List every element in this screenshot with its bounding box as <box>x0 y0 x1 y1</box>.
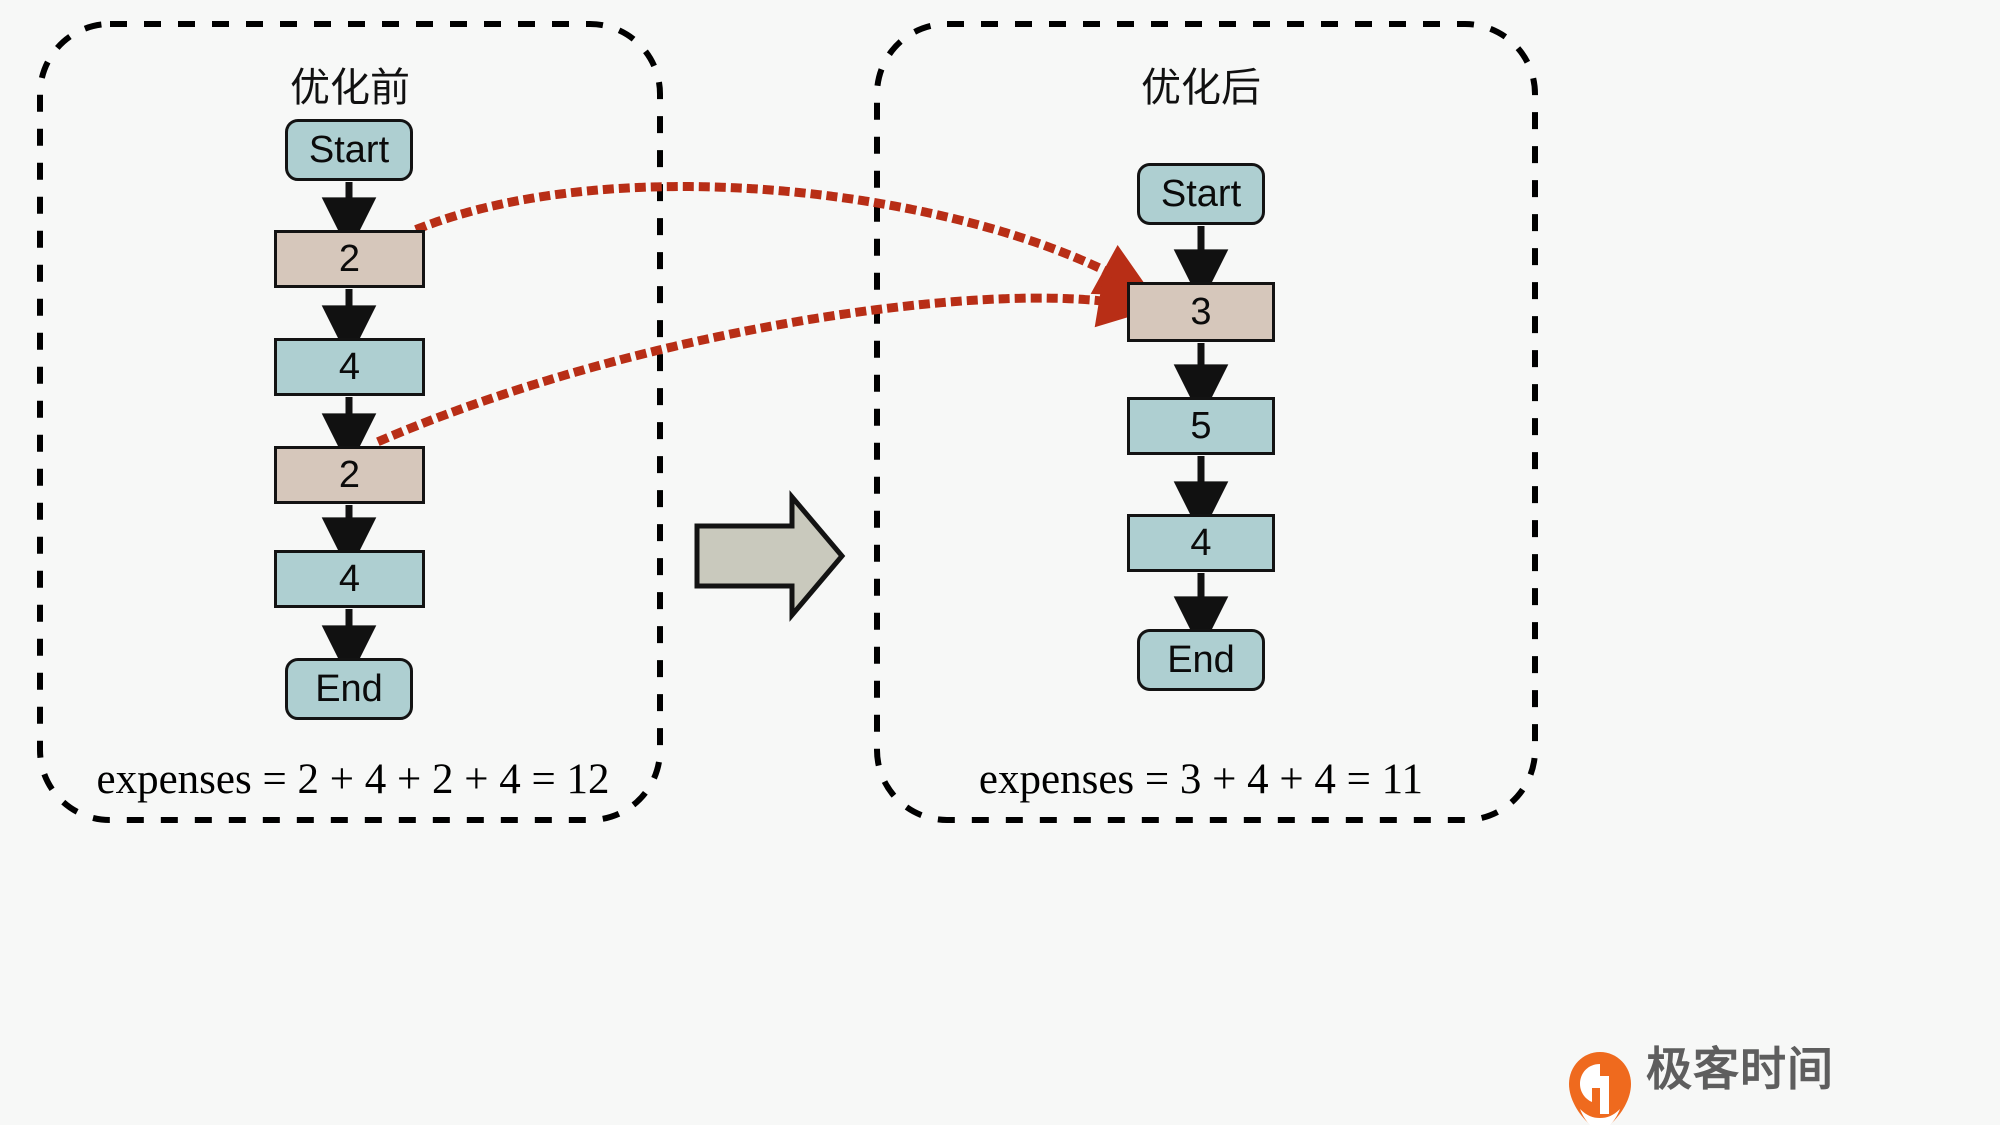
node-before-step-2[interactable]: 4 <box>274 338 425 396</box>
watermark: 极客时间 <box>1646 1046 1834 1092</box>
node-after-step-3[interactable]: 4 <box>1127 514 1275 572</box>
node-before-end[interactable]: End <box>285 658 413 720</box>
watermark-text: 极客时间 <box>1646 1042 1834 1096</box>
node-after-start[interactable]: Start <box>1137 163 1265 225</box>
node-label: 4 <box>1190 522 1212 564</box>
panel-frame-before <box>37 21 663 823</box>
merge-arrow-upper <box>414 182 1154 297</box>
node-before-start[interactable]: Start <box>285 119 413 181</box>
node-before-step-4[interactable]: 4 <box>274 550 425 608</box>
node-label: 4 <box>338 558 361 600</box>
geektime-logo-icon <box>1569 1052 1631 1125</box>
node-label: End <box>315 668 383 710</box>
panel-title-before: 优化前 <box>290 66 410 110</box>
merge-arrow-lower <box>376 272 1156 446</box>
node-label: End <box>1167 639 1235 681</box>
panel-frame-after <box>874 21 1538 823</box>
node-label: 2 <box>338 238 361 280</box>
node-before-step-1[interactable]: 2 <box>274 230 425 288</box>
node-before-step-3[interactable]: 2 <box>274 446 425 504</box>
node-label: Start <box>1160 173 1242 215</box>
node-label: 4 <box>338 346 361 388</box>
node-label: 5 <box>1190 405 1212 447</box>
node-label: 3 <box>1190 291 1212 333</box>
node-after-step-2[interactable]: 5 <box>1127 397 1275 455</box>
expenses-formula-before: expenses = 2 + 4 + 2 + 4 = 12 <box>96 756 610 803</box>
node-label: Start <box>308 129 390 171</box>
expenses-formula-after: expenses = 3 + 4 + 4 = 11 <box>978 756 1424 803</box>
panel-title-after: 优化后 <box>1141 66 1261 110</box>
node-after-end[interactable]: End <box>1137 629 1265 691</box>
node-after-step-1[interactable]: 3 <box>1127 282 1275 342</box>
transform-arrow <box>694 490 846 622</box>
node-label: 2 <box>338 454 361 496</box>
